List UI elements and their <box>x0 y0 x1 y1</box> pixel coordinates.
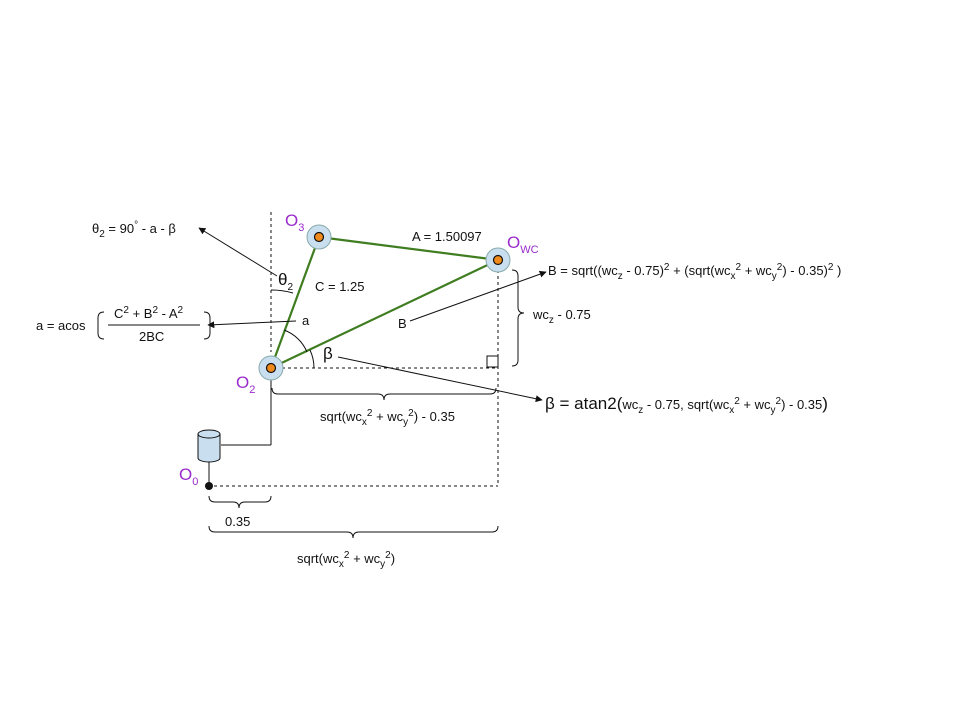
a-arrow <box>207 320 297 329</box>
acos-right-bracket <box>203 311 211 340</box>
wcz-brace <box>511 269 525 367</box>
a-arc <box>283 329 308 353</box>
joint-o2 <box>258 355 284 381</box>
base-cylinder-top <box>197 429 221 439</box>
label-o3: O3 <box>285 211 304 234</box>
offset-brace <box>208 495 272 509</box>
angle-arcs <box>270 289 315 369</box>
horiz-brace <box>271 387 497 401</box>
acos-left-bracket <box>97 311 105 340</box>
joint-o3 <box>306 224 332 250</box>
beta-arrow <box>337 356 543 403</box>
theta2-formula: θ2 = 90° - a - β <box>92 220 176 240</box>
right-angle-marker <box>486 355 499 368</box>
theta2-arc <box>270 289 294 294</box>
joint-owc <box>485 247 511 273</box>
link-A-label: A = 1.50097 <box>412 229 482 244</box>
acos-prefix: a = acos <box>36 318 86 333</box>
base-cylinder <box>197 434 221 463</box>
robot-base <box>197 380 272 490</box>
wcz-label: wcz - 0.75 <box>532 307 591 326</box>
link-A <box>318 235 499 262</box>
beta-formula: β = atan2(wcz - 0.75, sqrt(wcx2 + wcy2) … <box>545 394 828 416</box>
acos-denominator: 2BC <box>139 329 164 344</box>
total-brace <box>208 525 499 539</box>
B-arrow <box>409 270 547 322</box>
braces <box>208 269 525 539</box>
label-o2: O2 <box>236 373 255 396</box>
theta2-label: θ2 <box>278 270 293 293</box>
origin-dot <box>205 482 213 490</box>
a-angle-label: a <box>302 313 310 328</box>
B-label: B <box>398 316 407 331</box>
arrows <box>198 227 547 403</box>
label-owc: OWC <box>507 233 539 256</box>
link-C-label: C = 1.25 <box>315 279 365 294</box>
beta-angle-label: β <box>323 344 333 363</box>
label-o0: O0 <box>179 465 198 488</box>
horiz-label: sqrt(wcx2 + wcy2) - 0.35 <box>320 408 455 428</box>
acos-formula: a = acos C2 + B2 - A2 2BC <box>36 305 211 344</box>
total-label: sqrt(wcx2 + wcy2) <box>297 550 395 570</box>
beta-arc <box>309 349 315 369</box>
link-B <box>270 259 499 369</box>
offset-label: 0.35 <box>225 514 250 529</box>
links <box>269 235 499 369</box>
B-formula: B = sqrt((wcz - 0.75)2 + (sqrt(wcx2 + wc… <box>548 262 841 282</box>
acos-numerator: C2 + B2 - A2 <box>114 305 184 321</box>
link-C <box>269 236 321 369</box>
theta2-arrow <box>198 227 278 277</box>
